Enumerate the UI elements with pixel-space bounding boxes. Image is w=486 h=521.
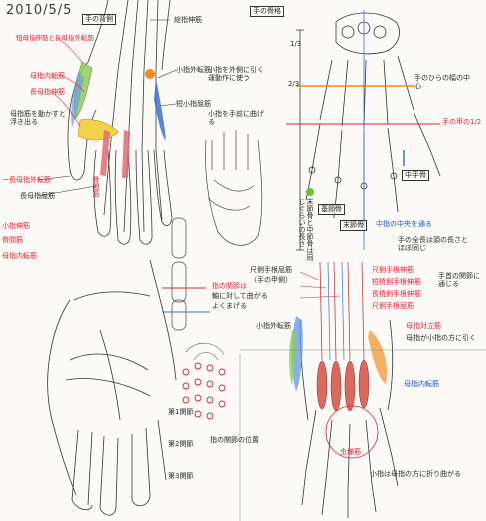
right-section-title: 手の骨格 (250, 6, 284, 17)
label-extensor-pollicis-longus: 長母指伸筋 (30, 88, 65, 96)
note-phalanx-length: 末節骨と中節骨は同じぐらいの長さ (298, 198, 314, 261)
note-half-back: 手の甲の1/2 (442, 118, 482, 126)
yellow-muscle (77, 119, 119, 141)
label-abductor-extensor: 短母指伸筋と長母指外転筋 (16, 34, 94, 42)
label-palm-fcu: 尺側手根屈筋 (250, 266, 292, 274)
dorsal-hand-drawing (67, 0, 173, 245)
label-palm-side: （手の甲側） (250, 276, 292, 284)
red-muscle-1 (100, 130, 110, 176)
label-lumbricals: 虫様筋 (340, 448, 361, 456)
note-finger-joint-2: 軸に対して曲がる (212, 292, 268, 300)
note-pinky-outward: 小指を外側に引く運動作に使う (208, 66, 264, 82)
note-wrist-joint: 手首の関節に通じる (438, 272, 480, 288)
margin-label-a: 小指伸筋 (2, 222, 30, 230)
tendon-lines (319, 261, 365, 361)
label-abductor-digiti-minimi-palm: 小指外転筋 (256, 322, 291, 330)
note-thumb-toward-pinky: 母指が小指の方に引く (406, 334, 476, 342)
box-metacarpal: 中手骨 (402, 170, 429, 181)
page-date: 2010/5/5 (6, 3, 73, 18)
label-fcu: 尺側手根屈筋 (372, 302, 414, 310)
red-palm-tendons (316, 359, 370, 412)
green-palm-muscle (289, 330, 296, 386)
box-proximal-phalanx: 基節骨 (318, 204, 345, 215)
bracket-third: 1/3 (290, 40, 302, 48)
orange-palm-muscle (368, 330, 388, 384)
joint-label-3: 第3関節 (168, 472, 194, 480)
label-interossei-vertical: 骨間筋 (92, 176, 100, 197)
orange-knob (145, 69, 155, 79)
margin-label-c: 母指内転筋 (2, 252, 37, 260)
label-flexor-digiti-minimi: 短小指屈筋 (176, 100, 211, 108)
palmar-skeleton (299, 319, 399, 518)
label-opponens-pollicis: 母指対立筋 (406, 322, 441, 330)
blue-muscle-right (154, 78, 166, 140)
note-middle-finger-axis: 中指の中央を通る (376, 220, 432, 228)
note-palm-center: 手のひらの幅の中心 (414, 74, 470, 90)
label-adductor-pollicis: 母指内転筋 (30, 72, 65, 80)
palm-drawing-large (47, 259, 177, 516)
label-extensor-digitorum: 総指伸筋 (174, 16, 202, 24)
label-adductor-pollicis-palm: 母指内転筋 (404, 380, 439, 388)
bracket-two-thirds: 2/3 (288, 80, 300, 88)
joint-diagram (182, 362, 226, 420)
note-pinky-folds: 小指は母指の方に折り曲がる (370, 470, 461, 478)
finger-detail (162, 217, 210, 331)
note-pinky-bend: 小指を手前に曲げる (208, 110, 264, 126)
note-hand-length: 手の全長は頭の長さとほぼ同じ (398, 236, 468, 252)
skeleton-drawing (296, 12, 441, 251)
label-ecu: 尺側手根伸筋 (372, 266, 414, 274)
note-finger-joint-3: よくまげる (212, 302, 247, 310)
left-section-title: 手の背側 (82, 14, 116, 25)
palm-sketch-small (205, 130, 263, 246)
box-distal-phalanx: 末節骨 (340, 220, 367, 231)
margin-label-b: 骨間筋 (2, 236, 23, 244)
label-flexor-pollicis-longus: 長母指屈筋 (20, 192, 55, 200)
blue-muscle-left (71, 72, 84, 128)
red-muscle-2 (122, 130, 130, 178)
red-joint-circle (325, 405, 379, 459)
label-ecrb: 短橈側手根伸筋 (372, 278, 421, 286)
note-finger-joint-1: 指の関節は (212, 282, 247, 290)
label-abductor-digiti-minimi: 小指外転筋 (176, 66, 211, 74)
joint-position-note: 指の関節の位置 (210, 436, 259, 444)
label-abductor-pollicis-longus: 一長母指外転筋 (2, 176, 51, 184)
note-thumb-muscle: 母指筋を動かすと浮き出る (10, 110, 66, 126)
joint-label-2: 第2関節 (168, 440, 194, 448)
label-ecrl: 長橈側手根伸筋 (372, 290, 421, 298)
joint-label-1: 第1関節 (168, 408, 194, 416)
